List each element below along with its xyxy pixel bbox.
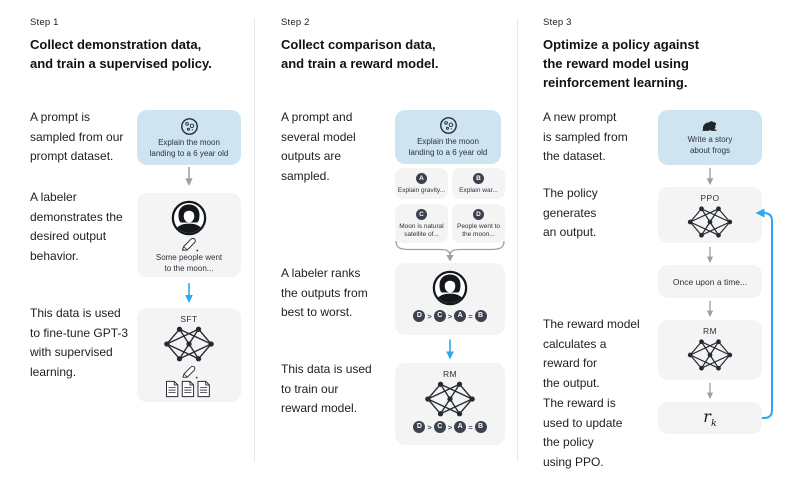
documents-icon xyxy=(165,380,213,398)
step-2-prompt-text: Explain the moon landing to a 6 year old xyxy=(408,137,488,157)
ranking-separator: > xyxy=(447,311,453,321)
column-divider xyxy=(517,18,518,462)
step-3-heading: Optimize a policy against the reward mod… xyxy=(543,37,700,90)
labeler-avatar-icon xyxy=(432,270,468,306)
step-1-caption-sft: This data is used to fine-tune GPT-3 wit… xyxy=(30,306,129,379)
step-3-output-text: Once upon a time... xyxy=(672,276,748,287)
output-d-text: People went to the moon... xyxy=(456,223,500,238)
down-arrow-icon xyxy=(183,281,195,305)
step-3-caption-reward: The reward is used to update the policy … xyxy=(543,396,623,469)
output-c-badge: C xyxy=(416,209,427,220)
model-outputs-grid: A Explain gravity... B Explain war... C … xyxy=(395,168,505,243)
ppo-title: PPO xyxy=(700,193,720,203)
output-b-badge: B xyxy=(473,173,484,184)
step-1-label: Step 1 xyxy=(30,17,59,28)
output-b-card: B Explain war... xyxy=(452,168,505,199)
step-3-ppo-box: PPO xyxy=(658,187,762,243)
step-2-label: Step 2 xyxy=(281,17,310,28)
ranking-separator: = xyxy=(468,422,473,432)
ranking-separator: > xyxy=(427,422,432,432)
brace-arrow-icon xyxy=(395,240,505,262)
step-2-column: Step 2 Collect comparison data, and trai… xyxy=(281,0,511,479)
step-3-caption-policy: The policy generates an output. xyxy=(543,186,598,239)
step-3-column: Step 3 Optimize a policy against the rew… xyxy=(543,0,788,479)
step-2-labeler-box: D > C > A = B xyxy=(395,263,505,335)
moon-icon xyxy=(179,116,200,137)
ranking-badge: C xyxy=(433,421,446,433)
feedback-loop-arrow-icon xyxy=(755,208,773,419)
down-arrow-icon xyxy=(444,338,456,361)
step-1-labeler-box: Some people went to the moon... xyxy=(137,193,241,277)
neural-network-icon xyxy=(162,325,216,363)
ranking-separator: > xyxy=(447,422,453,432)
step-3-rm-box: RM xyxy=(658,320,762,380)
ranking-badge: B xyxy=(474,310,487,322)
step-3-caption-prompt: A new prompt is sampled from the dataset… xyxy=(543,110,628,163)
frog-icon xyxy=(700,118,720,133)
step-3-prompt-box: Write a story about frogs xyxy=(658,110,762,165)
output-d-card: D People went to the moon... xyxy=(452,204,505,243)
output-a-text: Explain gravity... xyxy=(397,187,446,194)
pencil-icon xyxy=(180,237,199,252)
step-2-caption-ranking: A labeler ranks the outputs from best to… xyxy=(281,266,368,319)
ranking-separator: > xyxy=(427,311,432,321)
output-a-card: A Explain gravity... xyxy=(395,168,448,199)
step-1-caption-labeler: A labeler demonstrates the desired outpu… xyxy=(30,190,123,263)
step-3-prompt-text: Write a story about frogs xyxy=(687,135,733,155)
step-2-rm-box: RM D > C > A = B xyxy=(395,363,505,445)
rm-title: RM xyxy=(442,369,458,379)
neural-network-icon xyxy=(423,380,477,418)
column-divider xyxy=(254,18,255,462)
ranking-separator: = xyxy=(468,311,473,321)
step-1-heading: Collect demonstration data, and train a … xyxy=(30,37,212,71)
ranking-badge: D xyxy=(413,421,426,433)
step-1-caption-prompt: A prompt is sampled from our prompt data… xyxy=(30,110,124,163)
step-2-caption-rm: This data is used to train our reward mo… xyxy=(281,362,372,415)
ranking-badge: C xyxy=(433,310,446,322)
moon-icon xyxy=(438,115,459,136)
step-1-column: Step 1 Collect demonstration data, and t… xyxy=(30,0,250,479)
output-c-text: Moon is natural satellite of... xyxy=(399,223,444,238)
ranking-badge: B xyxy=(474,421,487,433)
output-b-text: Explain war... xyxy=(459,187,498,194)
step-3-label: Step 3 xyxy=(543,17,572,28)
labeler-avatar-icon xyxy=(171,200,207,236)
rm-title: RM xyxy=(702,326,718,336)
step-3-reward-box: rk xyxy=(658,402,762,434)
step-1-labeler-text: Some people went to the moon... xyxy=(155,253,223,273)
output-c-card: C Moon is natural satellite of... xyxy=(395,204,448,243)
sft-title: SFT xyxy=(180,314,198,324)
step-1-sft-box: SFT xyxy=(137,308,241,402)
step-1-prompt-box: Explain the moon landing to a 6 year old xyxy=(137,110,241,165)
ranking-badge: D xyxy=(413,310,426,322)
step-3-caption-rm: The reward model calculates a reward for… xyxy=(543,317,640,390)
step-3-output-box: Once upon a time... xyxy=(658,265,762,298)
ranking-row: D > C > A = B xyxy=(413,421,487,433)
pencil-icon xyxy=(180,365,199,379)
step-2-prompt-box: Explain the moon landing to a 6 year old xyxy=(395,110,501,164)
reward-symbol: rk xyxy=(703,406,717,430)
ranking-badge: A xyxy=(454,310,467,322)
step-2-caption-prompt: A prompt and several model outputs are s… xyxy=(281,110,356,183)
output-d-badge: D xyxy=(473,209,484,220)
step-2-heading: Collect comparison data, and train a rew… xyxy=(281,37,439,71)
ranking-badge: A xyxy=(454,421,467,433)
down-arrow-icon xyxy=(183,166,195,187)
ranking-row: D > C > A = B xyxy=(413,310,487,322)
output-a-badge: A xyxy=(416,173,427,184)
step-1-prompt-text: Explain the moon landing to a 6 year old xyxy=(149,138,229,158)
down-arrow-icon xyxy=(704,167,716,186)
